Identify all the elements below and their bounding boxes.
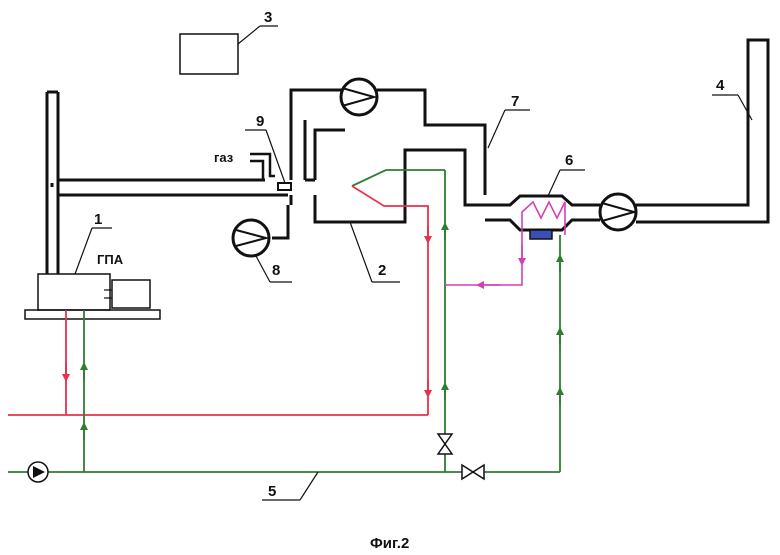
leader-7 (488, 110, 505, 148)
gpa-label: ГПА (97, 252, 124, 267)
label-5: 5 (268, 483, 276, 500)
leader-6 (548, 170, 560, 196)
heat-exchanger-6 (485, 196, 600, 239)
exhaust-duct (52, 180, 288, 195)
label-2: 2 (378, 262, 386, 279)
label-6: 6 (565, 152, 573, 169)
recirculation-loop (377, 90, 485, 195)
leader-2 (350, 222, 372, 282)
label-4: 4 (716, 77, 725, 94)
leader-8 (256, 256, 270, 282)
label-9: 9 (256, 113, 264, 130)
leader-5 (300, 472, 318, 500)
bypass-line (445, 235, 522, 285)
leader-1 (75, 228, 92, 274)
burner-9 (278, 183, 291, 190)
pump (28, 462, 48, 482)
recirculation-return (376, 104, 438, 135)
leader-3 (238, 26, 260, 44)
figure-caption: Фиг.2 (370, 535, 409, 552)
leader-4 (738, 95, 752, 120)
label-1: 1 (94, 211, 102, 228)
valve-vertical (438, 434, 452, 454)
stack-4 (636, 40, 768, 222)
mixing-chamber-2 (291, 90, 485, 222)
gas-label: газ (214, 150, 234, 165)
inner-heater-green (352, 170, 445, 186)
valve-horizontal (462, 465, 484, 479)
gas-inlet-pipe (250, 154, 275, 180)
label-3: 3 (264, 9, 272, 26)
fan-8 (233, 205, 288, 256)
exhaust-fan (600, 194, 636, 230)
gpa-unit (25, 92, 160, 319)
inner-heater-red (352, 186, 428, 415)
control-box-3 (180, 34, 238, 74)
label-7: 7 (511, 93, 519, 110)
recirculation-fan (341, 79, 377, 115)
label-8: 8 (272, 262, 280, 279)
